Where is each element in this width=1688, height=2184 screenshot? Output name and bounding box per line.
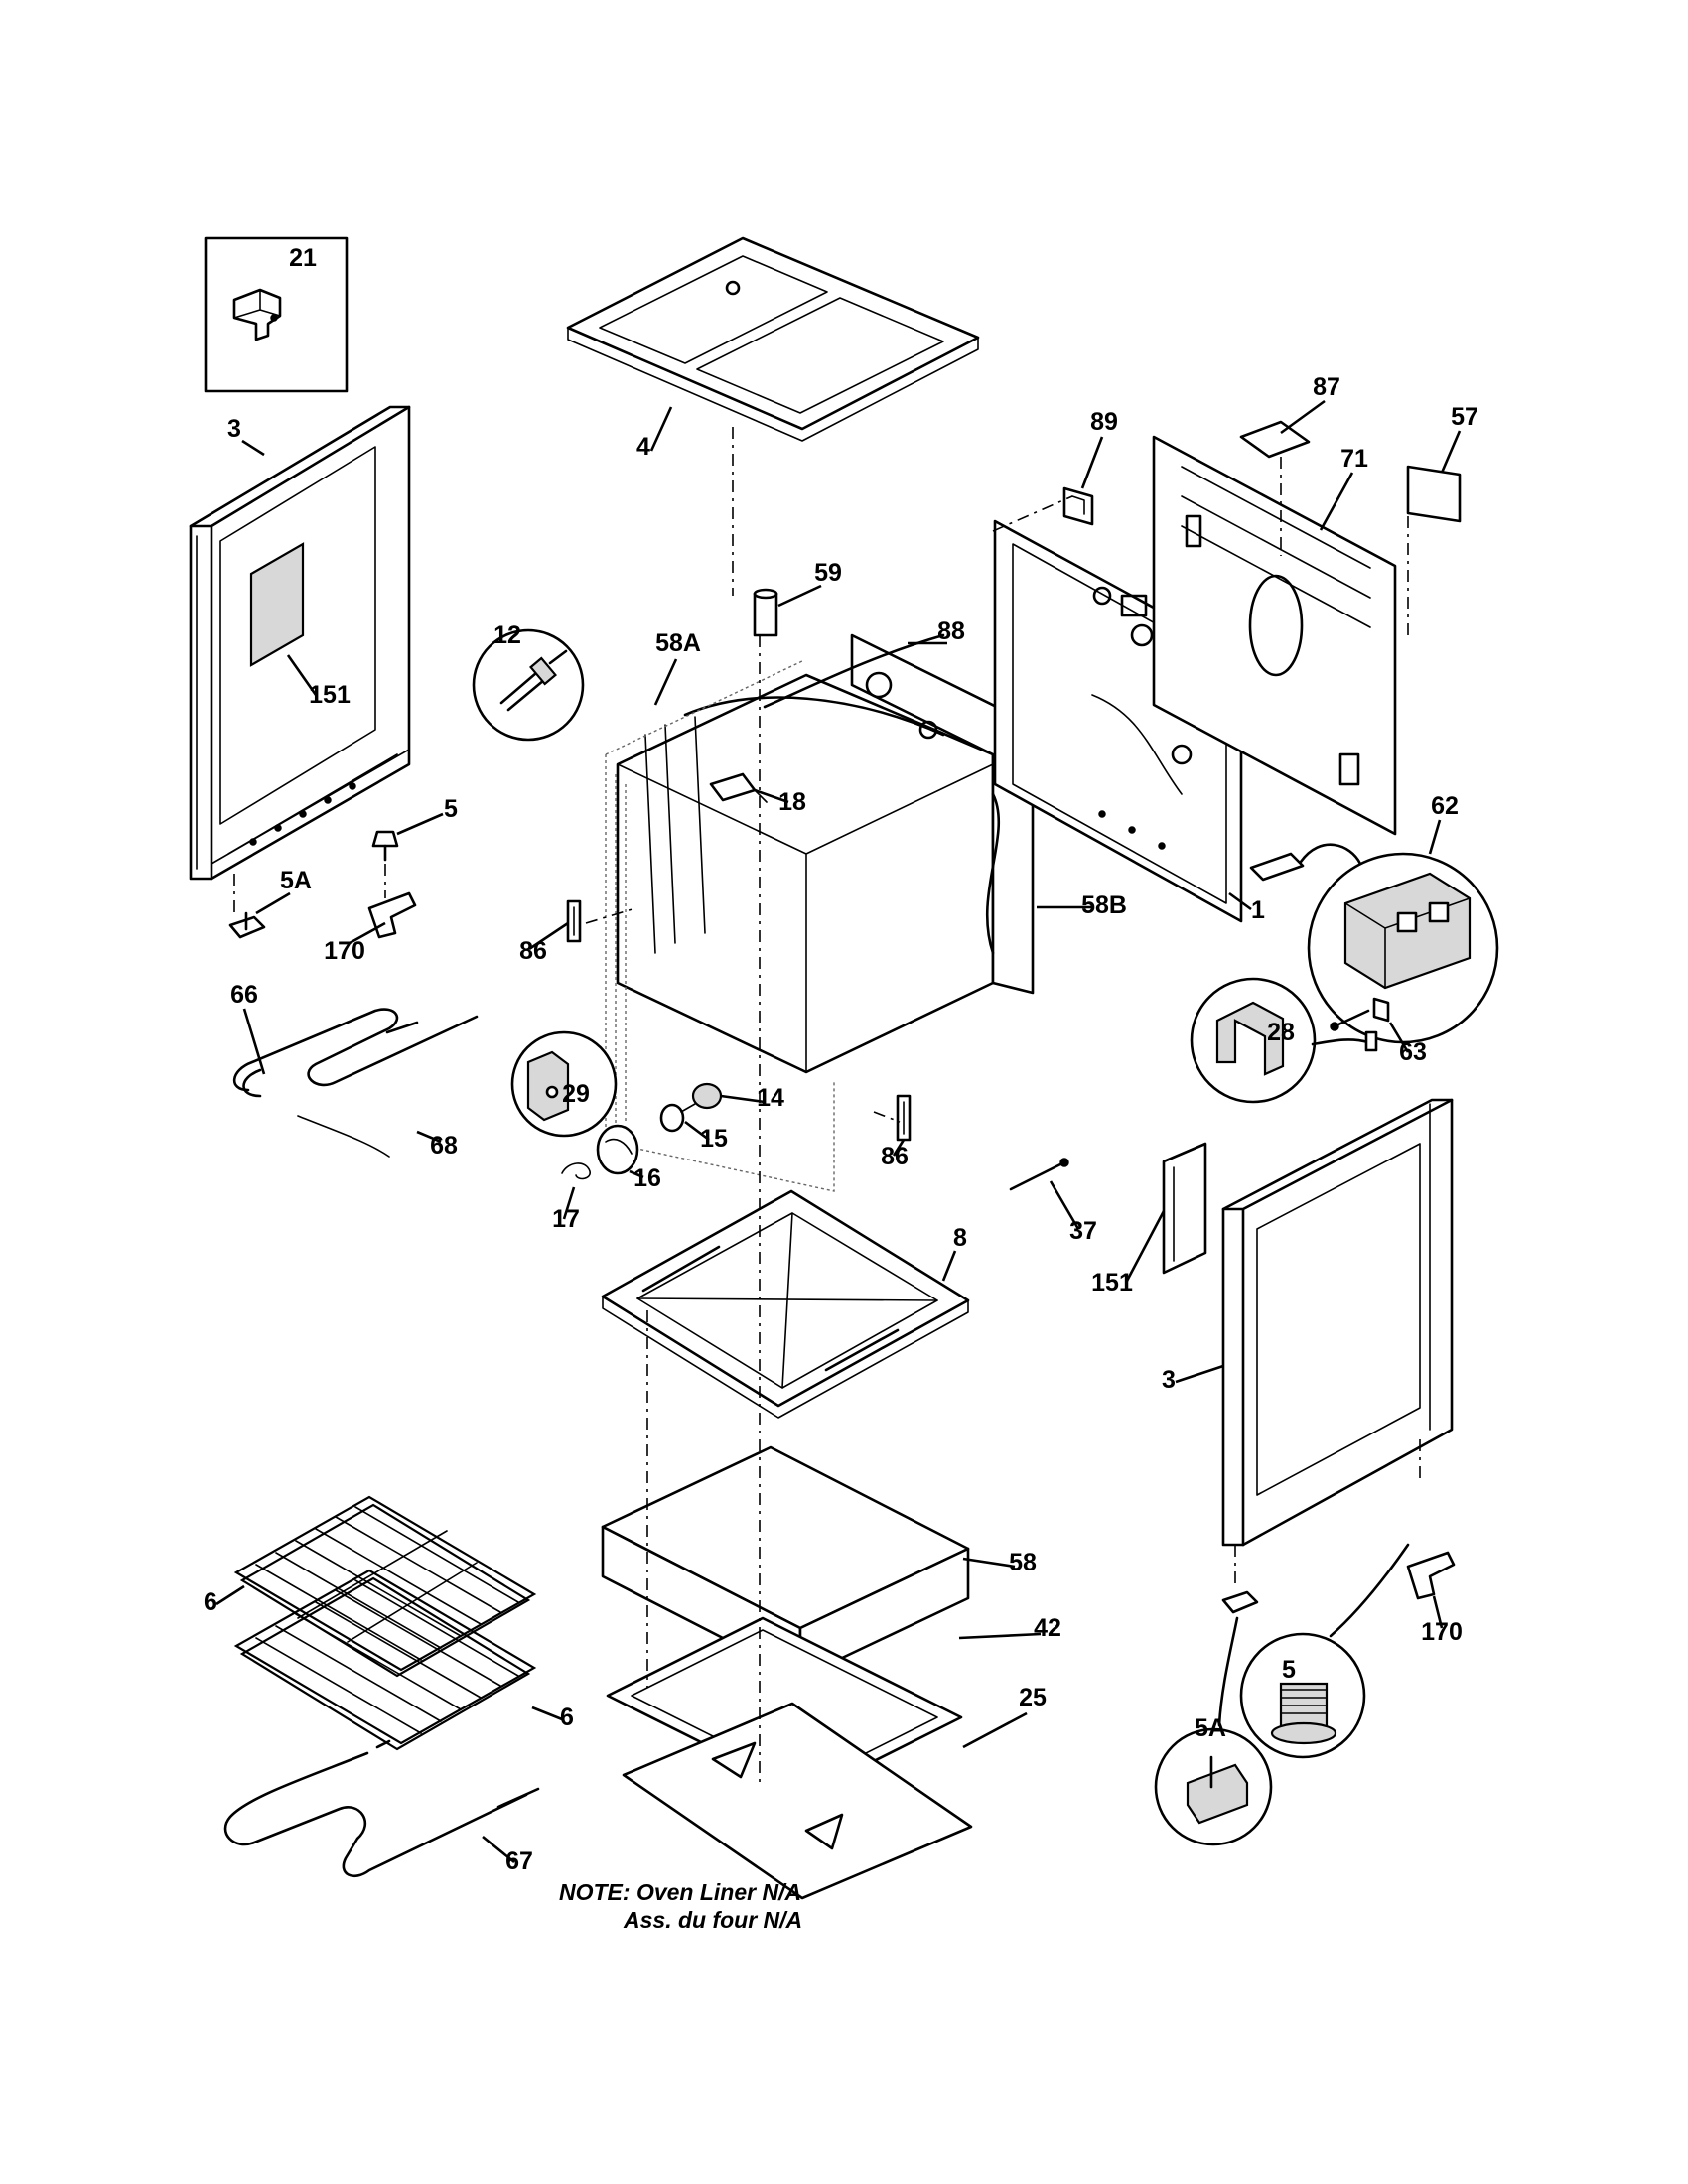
- part-8-oven-bottom: [601, 1189, 970, 1419]
- callout-42: 42: [1034, 1614, 1061, 1642]
- part-25-base-pan: [622, 1702, 973, 1900]
- callout-5: 5: [444, 795, 458, 823]
- callout-4: 4: [636, 433, 650, 461]
- part-87-cover-plate: [1239, 420, 1311, 459]
- callout-170: 170: [324, 937, 365, 965]
- callout-66: 66: [230, 981, 258, 1009]
- part-151-right-bracket: [1162, 1142, 1207, 1275]
- callout-86: 86: [881, 1143, 909, 1170]
- part-58a-oven-liner: [616, 673, 995, 1074]
- callout-151: 151: [1091, 1269, 1133, 1297]
- callout-88: 88: [937, 617, 965, 645]
- part-5-leveler-left: [371, 830, 399, 862]
- part-170-bracket-right: [1406, 1551, 1456, 1600]
- part-170-bracket-left: [367, 891, 417, 939]
- part-21-clip-detail: [204, 236, 349, 393]
- callout-58a: 58A: [655, 629, 701, 657]
- part-28-bracket-detail: [1190, 977, 1378, 1104]
- callout-25: 25: [1019, 1684, 1047, 1711]
- part-3-right-side-panel: [1221, 1098, 1454, 1547]
- callout-3: 3: [1162, 1366, 1176, 1394]
- part-6-oven-rack-upper: [233, 1495, 537, 1678]
- callout-62: 62: [1431, 792, 1459, 820]
- callout-21: 21: [289, 244, 317, 272]
- part-5-leveler-right: [1239, 1543, 1410, 1759]
- part-37-spring: [1009, 1158, 1069, 1191]
- callout-16: 16: [633, 1164, 661, 1192]
- part-57-small-cover: [1406, 465, 1462, 523]
- note-line-1: NOTE: Oven Liner N/A: [559, 1879, 801, 1905]
- callout-14: 14: [757, 1084, 784, 1112]
- part-68-wire: [297, 1115, 390, 1158]
- alignment-lines: [233, 427, 1421, 1787]
- part-86-hinge-receptacle-left: [566, 899, 582, 943]
- part-66-bake-element: [232, 1008, 479, 1098]
- callout-5a: 5A: [1195, 1714, 1226, 1742]
- part-59-spacer: [753, 588, 778, 637]
- callout-1: 1: [1251, 896, 1265, 924]
- callout-5: 5: [1282, 1656, 1296, 1684]
- callout-67: 67: [505, 1847, 533, 1875]
- callout-6: 6: [560, 1704, 574, 1731]
- callout-15: 15: [700, 1125, 728, 1153]
- part-89-bracket: [1062, 486, 1094, 526]
- callout-59: 59: [814, 559, 842, 587]
- callout-71: 71: [1340, 445, 1368, 473]
- part-16-lamp-lens: [596, 1124, 639, 1175]
- part-5a-leg-left: [228, 911, 266, 939]
- callout-58b: 58B: [1081, 891, 1127, 919]
- callout-86: 86: [519, 937, 547, 965]
- callout-6: 6: [204, 1588, 217, 1616]
- part-12-sensor-detail: [472, 628, 585, 742]
- callout-63: 63: [1399, 1038, 1427, 1066]
- callout-29: 29: [562, 1080, 590, 1108]
- part-63-screw: [1330, 997, 1390, 1031]
- callout-37: 37: [1069, 1217, 1097, 1245]
- part-5a-leg-detail: [1154, 1616, 1273, 1846]
- callout-3: 3: [227, 415, 241, 443]
- part-14-lamp-receptacle: [691, 1082, 723, 1110]
- part-86-hinge-receptacle-right: [896, 1094, 912, 1142]
- callout-68: 68: [430, 1132, 458, 1160]
- oven-body-outline: [605, 659, 835, 1192]
- callout-18: 18: [778, 788, 806, 816]
- callout-87: 87: [1313, 373, 1340, 401]
- part-3-left-side-panel: [189, 405, 411, 881]
- part-62-terminal-block-detail: [1249, 843, 1499, 1044]
- callout-17: 17: [552, 1205, 580, 1233]
- leader-lines: [215, 399, 1462, 1864]
- callout-58: 58: [1009, 1549, 1037, 1576]
- callout-8: 8: [953, 1224, 967, 1252]
- part-4-top-panel: [566, 236, 980, 442]
- part-15-lamp-bulb: [659, 1103, 696, 1133]
- callout-57: 57: [1451, 403, 1478, 431]
- part-67-broil-element: [223, 1739, 540, 1877]
- part-29-lamp-socket-detail: [510, 1030, 618, 1138]
- callout-5a: 5A: [280, 867, 312, 894]
- part-6-oven-rack-lower: [233, 1569, 537, 1751]
- callout-89: 89: [1090, 408, 1118, 436]
- callout-151: 151: [309, 681, 351, 709]
- callout-12: 12: [493, 621, 521, 649]
- callout-170: 170: [1421, 1618, 1463, 1646]
- part-71-rear-panel: [1152, 435, 1397, 836]
- note-line-2: Ass. du four N/A: [623, 1907, 802, 1933]
- part-5a-leg-right: [1221, 1590, 1259, 1614]
- part-17-wire-clip: [561, 1162, 591, 1180]
- callout-28: 28: [1267, 1019, 1295, 1046]
